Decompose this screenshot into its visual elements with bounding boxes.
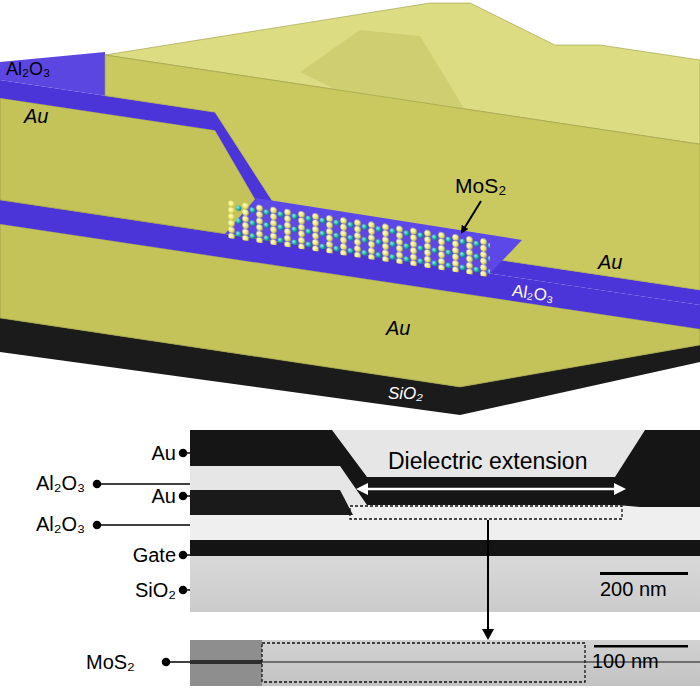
mos2-lattice	[228, 200, 490, 277]
extension-arrow	[366, 488, 616, 491]
zoom-arrow	[487, 520, 489, 631]
mos2-line	[190, 660, 262, 664]
layer-label: MoS₂	[86, 652, 135, 672]
leader-lines	[94, 450, 191, 666]
extension-arrowhead	[614, 483, 626, 495]
zoom-arrowhead	[482, 629, 494, 640]
zoom-background	[190, 640, 700, 686]
tem-zoom	[190, 640, 700, 686]
zoom-box	[262, 643, 585, 682]
leader-dot	[180, 552, 187, 559]
annotation-label: Dielectric extension	[388, 450, 587, 473]
tem-background	[190, 430, 700, 612]
layer-label: Au	[598, 252, 622, 272]
scale-label: 200 nm	[600, 579, 667, 599]
callout-label: MoS₂	[455, 175, 506, 196]
layer-label: Au	[386, 318, 410, 338]
leader-dot	[180, 587, 187, 594]
tem-gate	[190, 540, 700, 556]
leader-line	[97, 483, 190, 485]
layer-label: SiO₂	[388, 385, 423, 402]
tem-sio2	[190, 556, 700, 612]
leader-dot	[163, 659, 170, 666]
tem-lower-au	[190, 490, 353, 515]
layer-label: Au	[152, 443, 176, 463]
leader-dot	[180, 450, 187, 457]
leader-line	[97, 524, 190, 526]
scale-bar	[600, 572, 688, 575]
leader-dot	[94, 481, 101, 488]
device-3d	[0, 3, 700, 415]
channel-box	[350, 506, 622, 519]
zoom-dark-region	[190, 640, 262, 686]
layer-label: Al₂O₃	[36, 473, 85, 493]
callout-arrow	[462, 201, 481, 232]
scale-bar	[594, 645, 688, 648]
exposed-al2o3	[0, 52, 105, 96]
layer-label: Al₂O₃	[36, 514, 85, 534]
layer-label: Au	[152, 486, 176, 506]
scale-label: 100 nm	[592, 651, 659, 671]
layer-label: Al₂O₃	[6, 60, 50, 78]
layer-label: Au	[24, 106, 48, 126]
extension-arrowhead	[356, 483, 368, 495]
leader-dot	[180, 493, 187, 500]
layer-label: SiO₂	[135, 580, 176, 600]
tem-image	[190, 430, 700, 612]
top-au-front	[105, 55, 700, 290]
tem-top-au	[190, 430, 700, 507]
layer-label: Gate	[133, 545, 176, 565]
leader-dot	[94, 522, 101, 529]
